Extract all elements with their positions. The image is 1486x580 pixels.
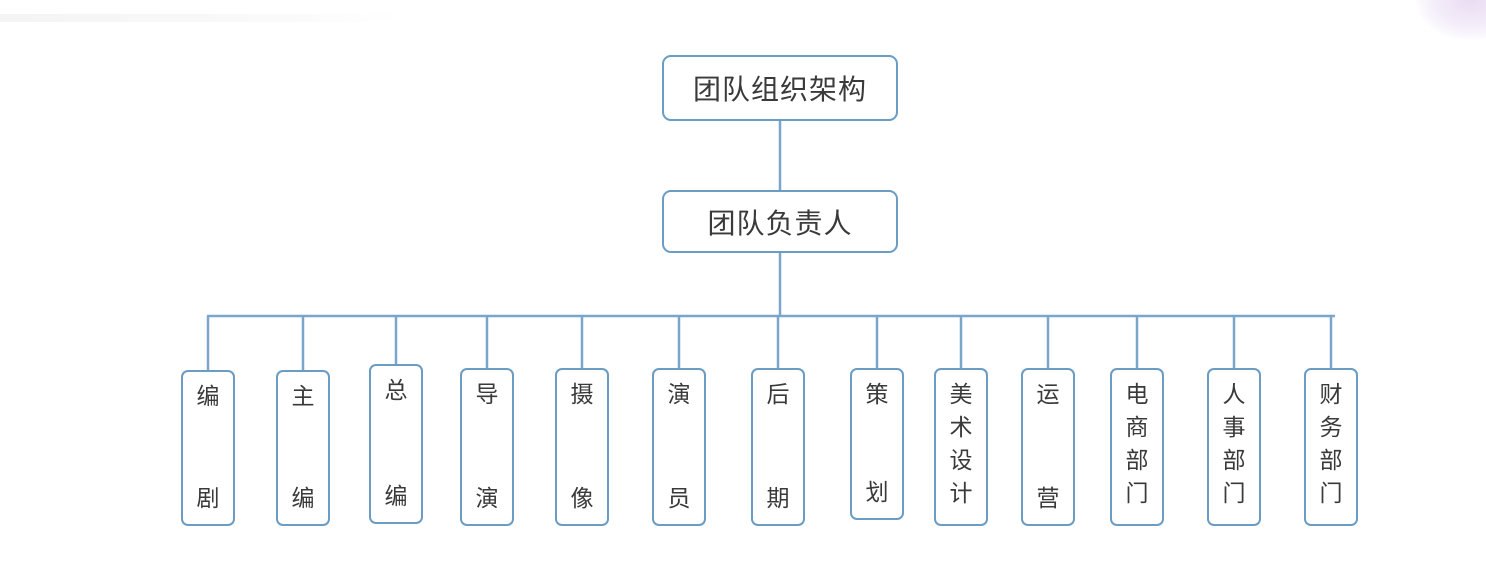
department-label: 美术设计 [936,380,986,514]
department-label-char: 剧 [196,486,220,512]
department-box: 总编 [369,364,423,524]
department-label-char: 电 [1125,382,1149,408]
department-label-char: 编 [384,484,408,510]
department-box: 美术设计 [934,368,988,526]
department-label-char: 演 [667,382,691,408]
department-label-char: 运 [1036,382,1060,408]
root-node-label: 团队组织架构 [692,73,867,106]
department-drop-lines [206,316,1333,371]
department-label-char: 员 [667,486,691,512]
department-label-char: 导 [475,382,499,408]
department-label: 电商部门 [1112,380,1162,514]
department-label-char: 摄 [570,382,594,408]
department-label-char: 演 [475,486,499,512]
department-box: 演员 [652,368,706,526]
department-box: 策划 [850,368,904,520]
department-label: 编剧 [183,382,233,514]
department-label: 后期 [753,380,803,514]
department-label-char: 策 [865,382,889,408]
department-box: 主编 [276,370,330,526]
department-label-char: 财 [1319,382,1343,408]
department-label-char: 主 [291,384,315,410]
department-label-char: 美 [949,382,973,408]
department-label: 演员 [654,380,704,514]
department-box: 编剧 [181,370,235,526]
department-label: 策划 [852,380,902,508]
department-box: 后期 [751,368,805,526]
department-box: 人事部门 [1207,368,1261,526]
department-label-char: 期 [766,486,790,512]
department-label: 财务部门 [1306,380,1356,514]
department-label-char: 像 [570,486,594,512]
department-label-char: 事 [1222,415,1246,441]
department-label: 摄像 [557,380,607,514]
department-label-char: 术 [949,415,973,441]
department-label-char: 编 [196,384,220,410]
department-label-char: 门 [1125,481,1149,507]
lead-node: 团队负责人 [662,190,898,253]
department-box: 摄像 [555,368,609,526]
department-label-char: 商 [1125,415,1149,441]
department-label-char: 部 [1222,448,1246,474]
department-label-char: 门 [1222,481,1246,507]
department-label-char: 务 [1319,415,1343,441]
department-label-char: 设 [949,448,973,474]
department-label-char: 划 [865,480,889,506]
department-label-char: 人 [1222,382,1246,408]
top-fade-line [0,14,400,22]
department-label: 导演 [462,380,512,514]
department-label: 运营 [1023,380,1073,514]
department-label-char: 编 [291,486,315,512]
department-label: 人事部门 [1209,380,1259,514]
department-label-char: 门 [1319,481,1343,507]
department-label-char: 营 [1036,486,1060,512]
department-label: 主编 [278,382,328,514]
department-box: 导演 [460,368,514,526]
department-box: 运营 [1021,368,1075,526]
department-label-char: 后 [766,382,790,408]
department-label-char: 部 [1319,448,1343,474]
department-label-char: 计 [949,481,973,507]
department-box: 电商部门 [1110,368,1164,526]
root-node: 团队组织架构 [662,55,898,121]
department-label-char: 总 [384,378,408,404]
department-label: 总编 [371,376,421,512]
department-box: 财务部门 [1304,368,1358,526]
lead-node-label: 团队负责人 [707,206,853,240]
department-label-char: 部 [1125,448,1149,474]
